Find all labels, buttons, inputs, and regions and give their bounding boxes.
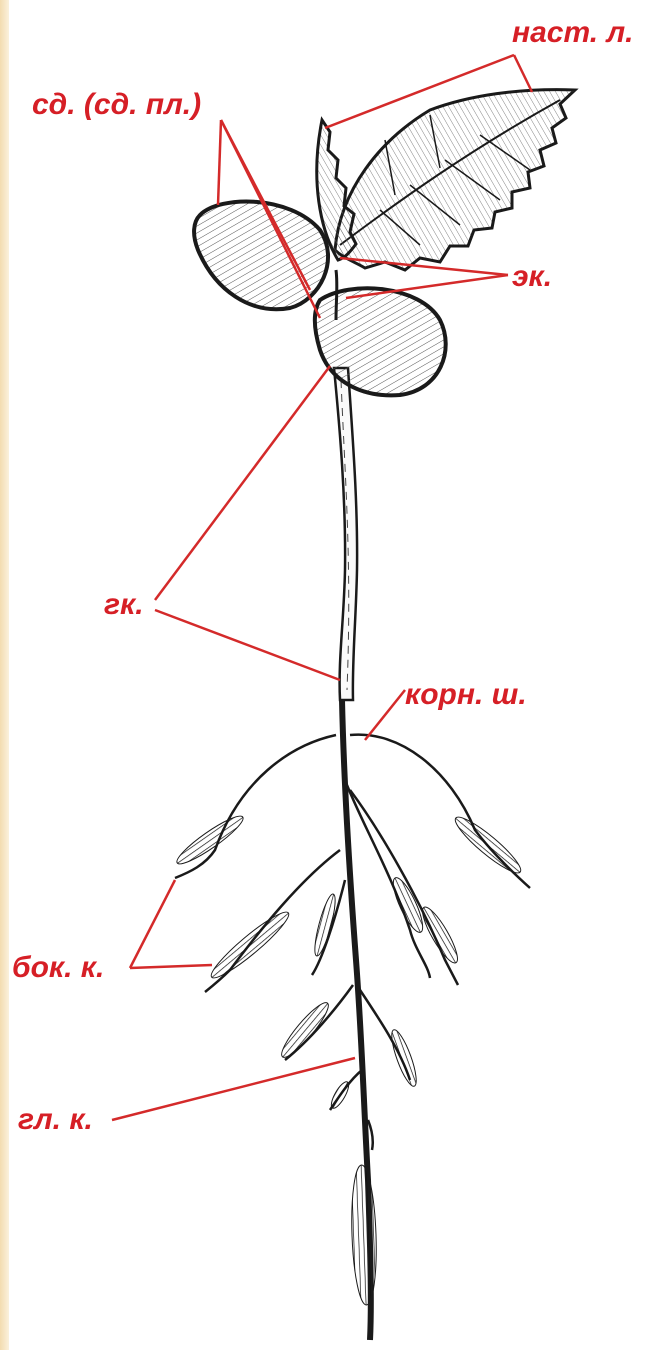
label-hypocotyl: гк.: [104, 590, 144, 620]
hypocotyl-stem: [334, 368, 357, 700]
leader-hypocotyl-1: [155, 366, 330, 600]
leader-cotyledon-1: [218, 120, 221, 205]
leader-main-root: [112, 1058, 355, 1120]
label-epicotyl: эк.: [512, 262, 552, 292]
leader-lateral-root-2: [130, 965, 212, 968]
label-main-root: гл. к.: [18, 1105, 93, 1135]
leader-lateral-root-1: [130, 880, 175, 968]
leader-root-collar: [365, 690, 405, 740]
leader-hypocotyl-2: [155, 610, 340, 680]
label-lateral-roots: бок. к.: [12, 953, 104, 983]
leader-true-leaves-2: [514, 55, 532, 92]
label-true-leaves: наст. л.: [512, 18, 633, 48]
label-cotyledons: сд. (сд. пл.): [32, 90, 201, 120]
true-leaf-large: [335, 90, 575, 270]
label-root-collar: корн. ш.: [405, 680, 527, 710]
